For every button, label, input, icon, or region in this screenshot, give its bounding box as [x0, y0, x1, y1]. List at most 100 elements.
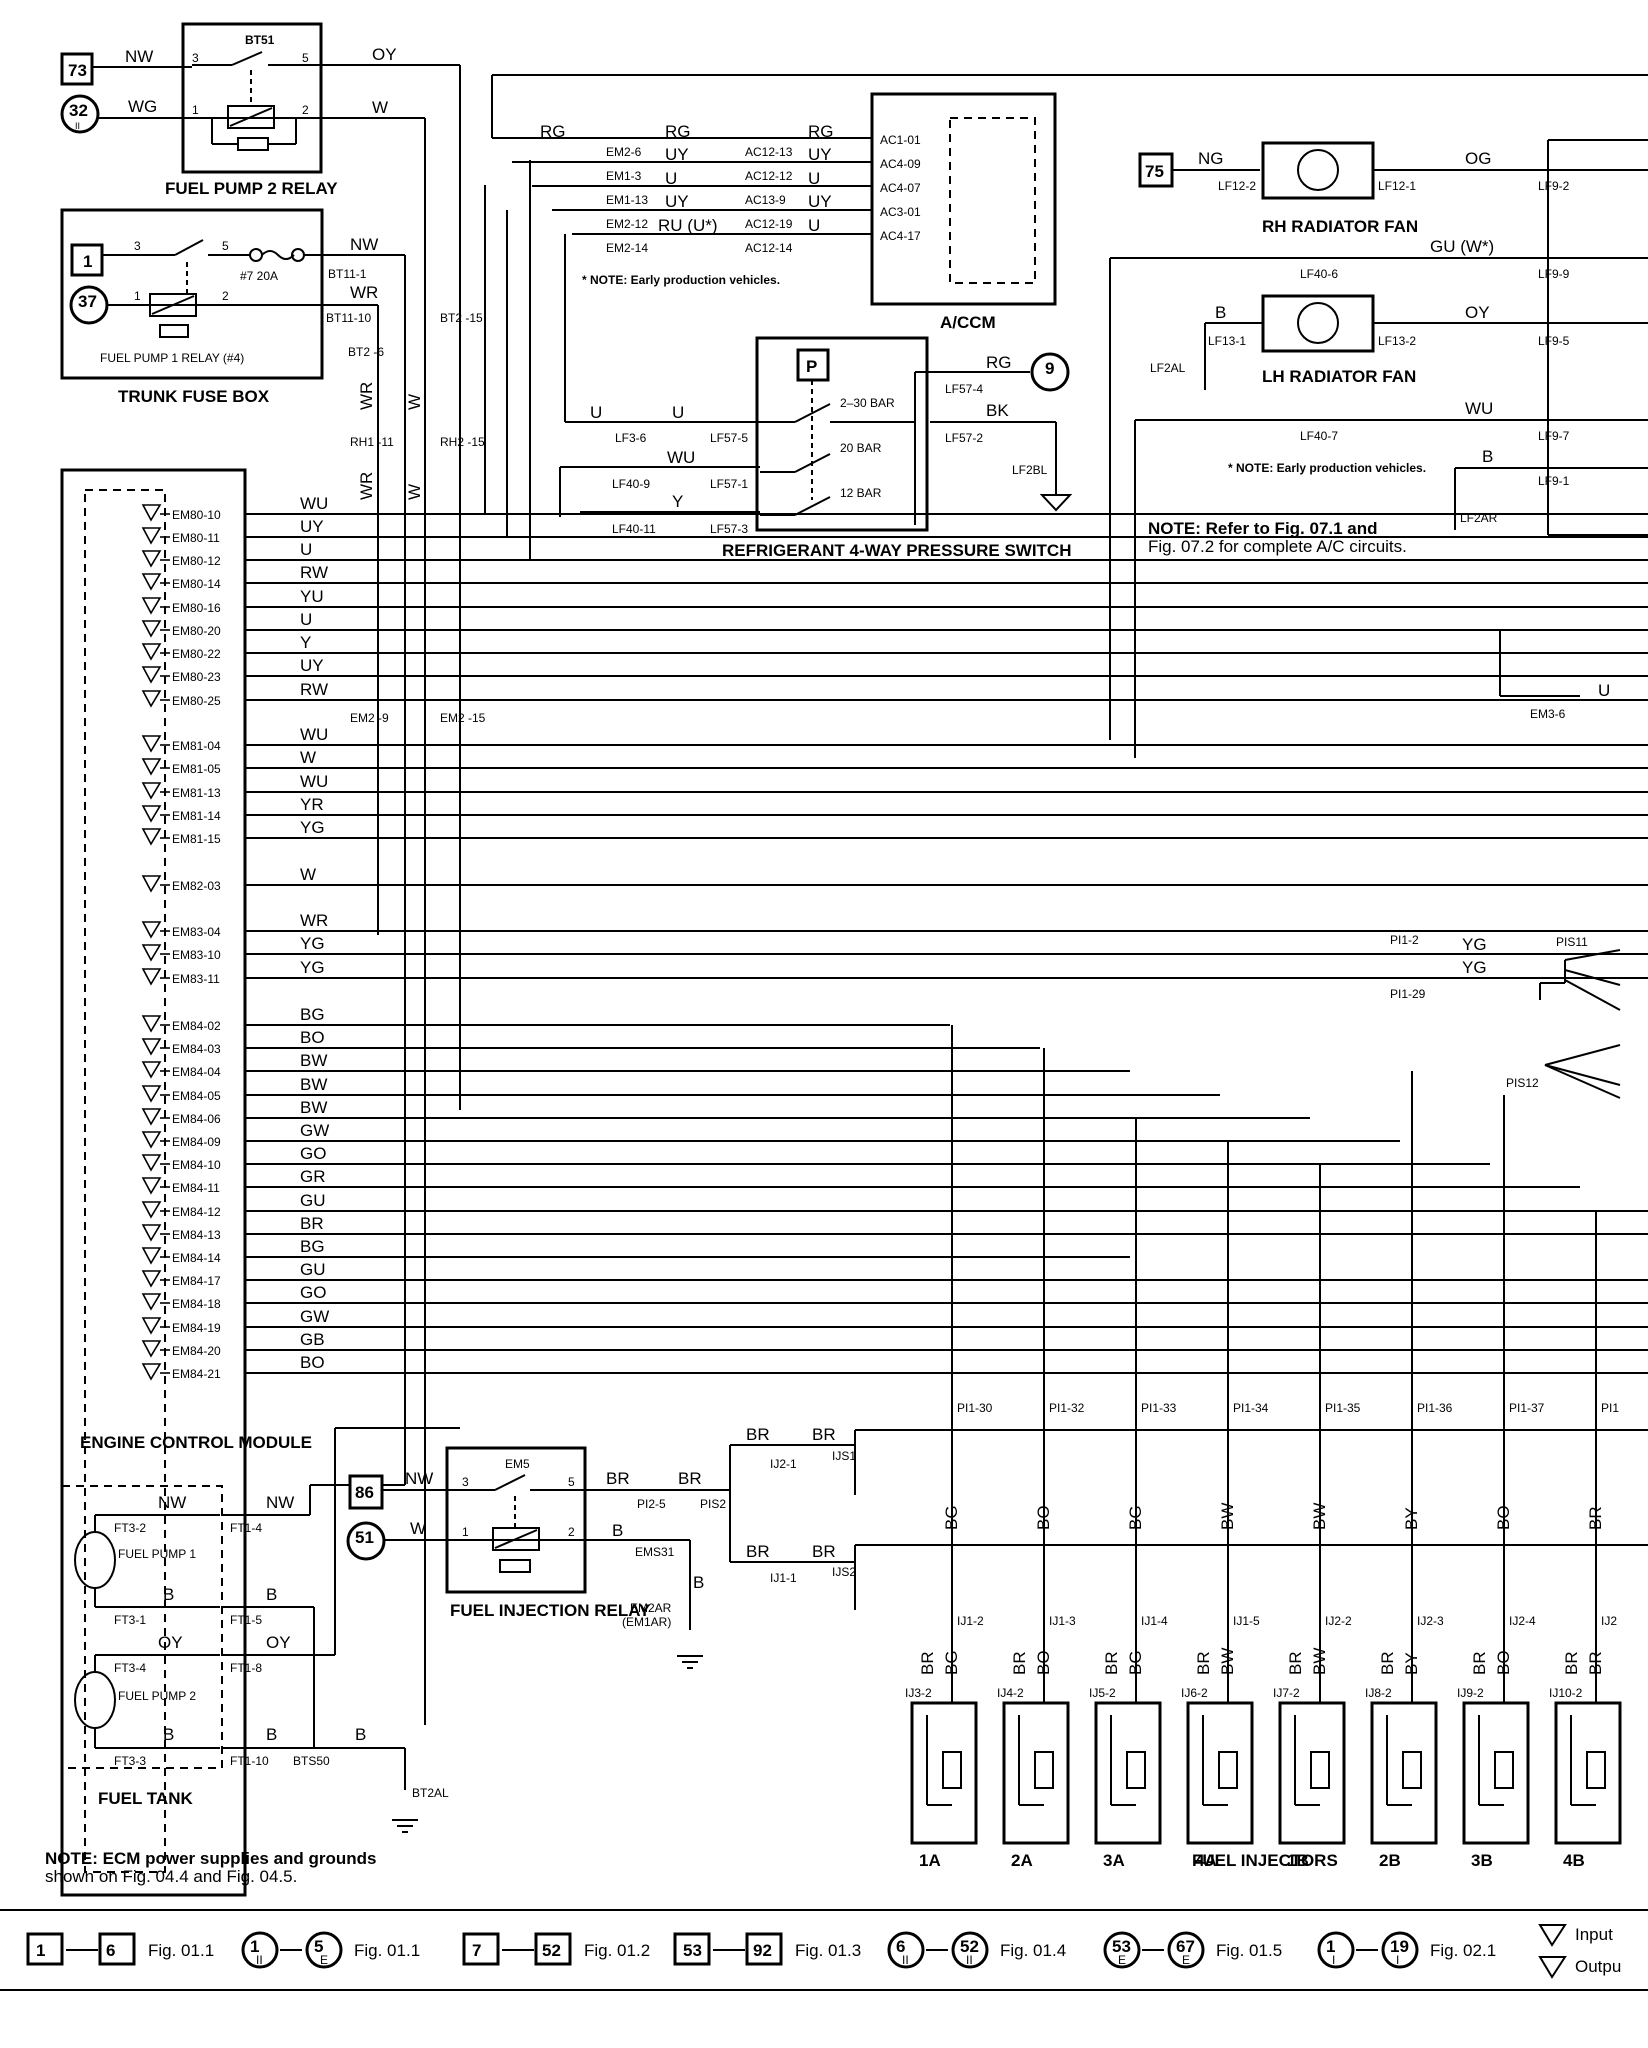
ref-9-label: 9: [1045, 359, 1054, 378]
conn-lf9-2: LF9-2: [1538, 179, 1570, 193]
output-triangle-icon: [1538, 1956, 1567, 1979]
ecm-wire-label: YU: [300, 587, 324, 606]
svg-text:5: 5: [222, 239, 229, 253]
ecm-pin-label: EM81-04: [172, 739, 221, 753]
wire-ru-label: RU (U*): [658, 216, 718, 235]
ecm-wire-label: BG: [300, 1005, 325, 1024]
io-triangle-icon: [141, 1270, 162, 1288]
injector-wire-label: BO: [1034, 1650, 1053, 1675]
conn-ft1-10: FT1-10: [230, 1754, 269, 1768]
svg-text:3: 3: [462, 1475, 469, 1489]
wire-u-ps2: U: [672, 403, 684, 422]
conn-lf40-6: LF40-6: [1300, 267, 1338, 281]
ecm-wire-label: BO: [300, 1028, 325, 1047]
injector-wire-label: BR: [1586, 1506, 1605, 1530]
wire-br-ijs2: BR: [812, 1542, 836, 1561]
ecm-pin-label: EM83-10: [172, 948, 221, 962]
wire-rg-3: RG: [808, 122, 834, 141]
ecm-wire-label: BO: [300, 1353, 325, 1372]
engine-control-module: ENGINE CONTROL MODULE: [60, 468, 312, 1897]
ecm-wire-label: GW: [300, 1121, 329, 1140]
injector-wire-label: BO: [1034, 1505, 1053, 1530]
io-triangle-icon: [141, 1038, 162, 1056]
svg-text:92: 92: [753, 1941, 772, 1960]
ecm-wire-label: YG: [300, 934, 325, 953]
injector-wire-label: BW: [1218, 1648, 1237, 1675]
injector-br-label: BR: [1470, 1651, 1489, 1675]
wire-u-ps1: U: [590, 403, 602, 422]
wire-yg-pi1: YG: [1462, 935, 1487, 954]
ij-top-label: IJ2-4: [1509, 1614, 1536, 1628]
ecm-pin-label: EM80-11: [172, 531, 220, 545]
conn-ft3-4: FT3-4: [114, 1661, 146, 1675]
wire-oy-ft: OY: [158, 1633, 183, 1652]
conn-em2-15: EM2 -15: [440, 711, 486, 725]
injector-wire-label: BO: [1494, 1505, 1513, 1530]
ij-top-label: IJ1-2: [957, 1614, 984, 1628]
conn-em2-9: EM2 -9: [350, 711, 389, 725]
fuel-injectors-group: PI1-30IJ1-2IJ3-2BGBGBR1API1-32IJ1-3IJ4-2…: [905, 1025, 1622, 1870]
injector-wire-label: BW: [1310, 1648, 1329, 1675]
pi1-label: PI1: [1601, 1401, 1619, 1415]
injector-wire-label: BY: [1402, 1652, 1421, 1675]
conn-ij1-1: IJ1-1: [770, 1571, 797, 1585]
io-triangle-icon: [141, 620, 162, 638]
bar-12: 12 BAR: [840, 486, 882, 500]
legend-fig: Fig. 01.1: [148, 1941, 214, 1960]
ref-circle-9: [1030, 352, 1070, 392]
conn-pis2: PIS2: [700, 1497, 726, 1511]
ecm-pin-label: EM83-11: [172, 972, 220, 986]
io-triangle-icon: [141, 758, 162, 776]
svg-text:II: II: [966, 1953, 973, 1967]
conn-pi2-5: PI2-5: [637, 1497, 666, 1511]
ij-side-label: IJ6-2: [1181, 1686, 1208, 1700]
pi1-label: PI1-34: [1233, 1401, 1269, 1415]
conn-ac1-01: AC1-01: [880, 133, 921, 147]
ecm-pin-label: EM84-10: [172, 1158, 221, 1172]
io-triangle-icon: [141, 1131, 162, 1149]
ij-top-label: IJ2-2: [1325, 1614, 1352, 1628]
wire-uy-1: UY: [665, 145, 689, 164]
legend-fig: Fig. 01.2: [584, 1941, 650, 1960]
svg-text:19: 19: [1390, 1937, 1409, 1956]
conn-ac12-13: AC12-13: [745, 145, 793, 159]
injector-wire-label: BG: [1126, 1650, 1145, 1675]
ecm-wire-label: W: [300, 865, 316, 884]
svg-text:1: 1: [134, 289, 141, 303]
fuse-label: #7 20A: [240, 269, 278, 283]
ecm-wire-label: YR: [300, 795, 324, 814]
injector-label: 2B: [1379, 1851, 1401, 1870]
note-ac-2: Fig. 07.2 for complete A/C circuits.: [1148, 537, 1407, 556]
ecm-pin-label: EM80-23: [172, 670, 221, 684]
ecm-pin-label: EM84-05: [172, 1089, 221, 1103]
conn-lf40-9: LF40-9: [612, 477, 650, 491]
svg-text:E: E: [320, 1953, 328, 1967]
wire-uy-2: UY: [808, 145, 832, 164]
injector-br-label: BR: [1194, 1651, 1213, 1675]
conn-ij2-1: IJ2-1: [770, 1457, 797, 1471]
wire-wr-vertical2: WR: [357, 472, 376, 500]
ref-75-label: 75: [1145, 162, 1164, 181]
conn-em1-13: EM1-13: [606, 193, 648, 207]
conn-ft1-5: FT1-5: [230, 1613, 262, 1627]
conn-lf12-2: LF12-2: [1218, 179, 1256, 193]
legend-output-label: Outpu: [1575, 1957, 1621, 1976]
pi1-label: PI1-37: [1509, 1401, 1545, 1415]
ref-box-86: [348, 1474, 384, 1510]
wire-b-ft1-5: B: [266, 1585, 277, 1604]
injector-wire-label: BO: [1494, 1650, 1513, 1675]
conn-lf3-6: LF3-6: [615, 431, 647, 445]
injector-br-label: BR: [1286, 1651, 1305, 1675]
io-triangle-icon: [141, 944, 162, 962]
conn-em2-6: EM2-6: [606, 145, 642, 159]
ref-51-label: 51: [355, 1528, 374, 1547]
wire-b-ft2: B: [163, 1725, 174, 1744]
ecm-pin-label: EM84-09: [172, 1135, 221, 1149]
